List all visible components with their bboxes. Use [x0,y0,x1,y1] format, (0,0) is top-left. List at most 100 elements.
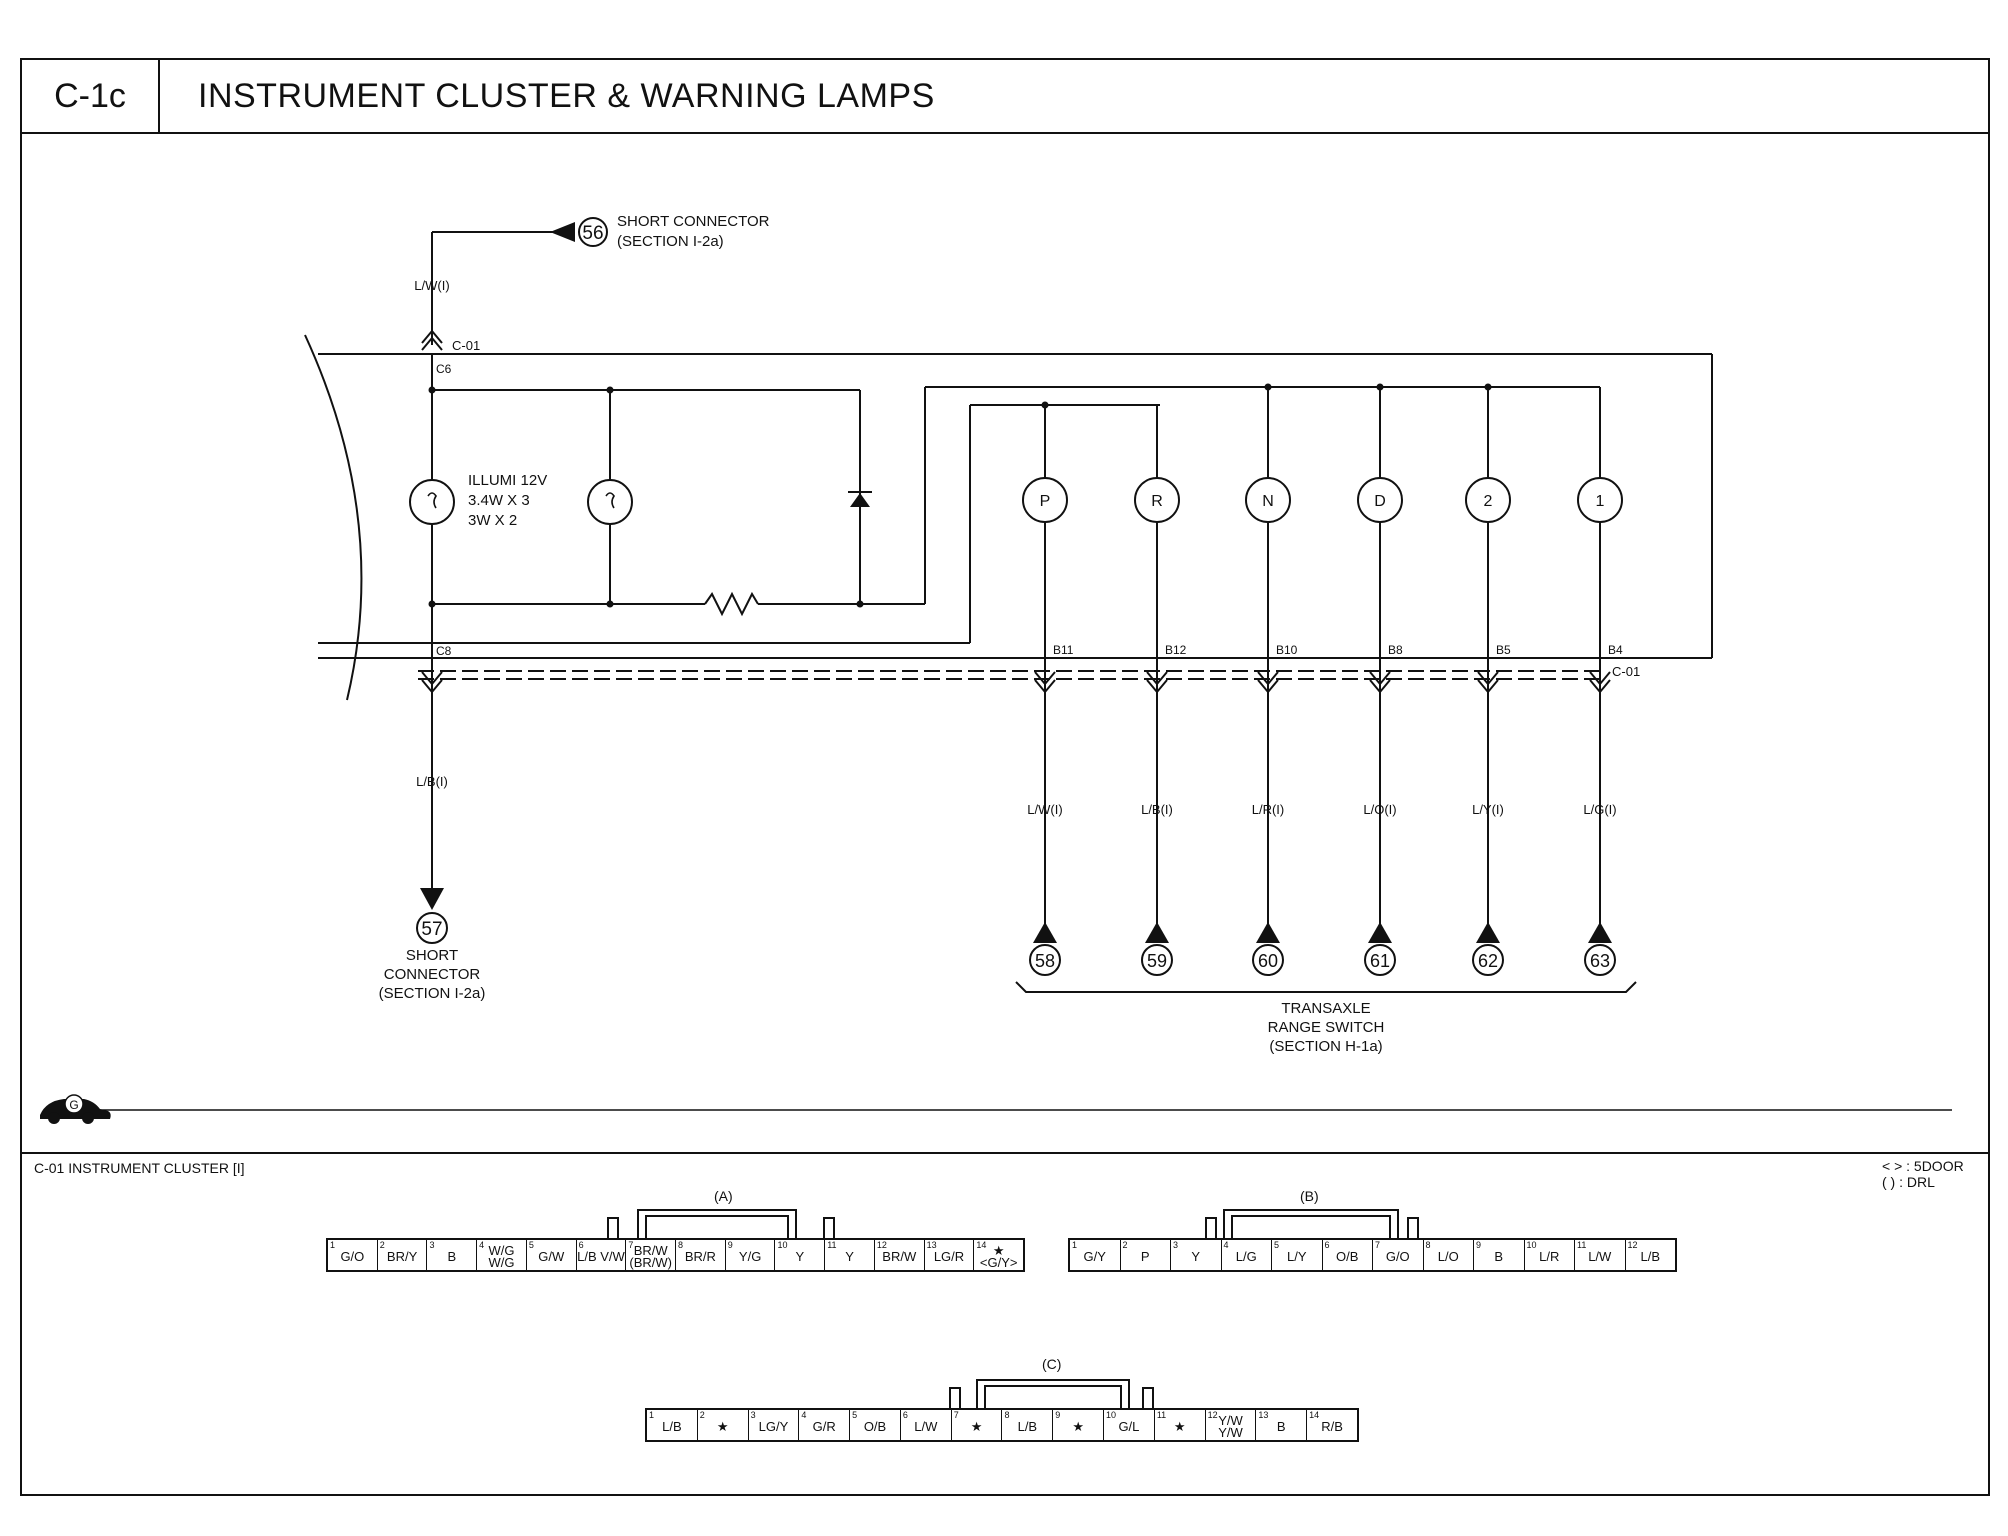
pin-wire-color: G/R [812,1419,836,1434]
range-lamp-d-wire: L/O(I) [1363,802,1396,817]
pin-wire-color: ★ [1072,1419,1084,1434]
pin-c8: C8 [436,644,452,658]
pin-number: 4 [479,1240,485,1250]
pin-wire-color: ★ <G/Y> [979,1243,1018,1270]
schematic: PB11L/W(I)58RB12L/B(I)59NB10L/R(I)60DB8L… [40,213,1952,1124]
range-lamp-d-dest: 61 [1370,951,1390,971]
short-connector-57-circle [416,912,448,944]
pin-number: 5 [528,1240,534,1250]
pin-number: 3 [1173,1240,1179,1250]
pin-wire-color: W/G W/G [488,1243,515,1270]
illumi-line1: ILLUMI 12V [468,472,547,489]
range-lamp-n-wire: L/R(I) [1252,802,1285,817]
range-lamp-d-letter: D [1374,493,1386,510]
arrow-to-56 [550,222,575,242]
pin-number: 12 [1207,1410,1218,1420]
pin-wire-color: G/W [538,1249,565,1264]
wire-label-top: L/W(I) [414,278,449,293]
pin-number: 2 [1122,1240,1128,1250]
pin-number: 5 [852,1410,858,1420]
pin-number: 13 [926,1240,937,1250]
wire-label-bottom: L/B(I) [416,774,448,789]
resistor [704,591,759,617]
pin-number: 11 [1577,1240,1587,1250]
pin-wire-color: BR/W [882,1249,917,1264]
pin-number: 3 [429,1240,435,1250]
pin-wire-color: L/Y [1286,1249,1307,1264]
short-connector-56-line2: (SECTION I-2a) [617,233,724,250]
illumi-lamp-2 [587,479,633,525]
pin-number: 6 [1324,1240,1330,1250]
range-lamp-p-wire: L/W(I) [1027,802,1062,817]
range-lamp-r-letter: R [1151,493,1163,510]
pin-number: 1 [649,1410,655,1420]
connector-c-pin-2: 2★ [698,1410,749,1440]
pin-wire-color: ★ [1173,1419,1186,1434]
pin-c6: C6 [436,362,452,376]
range-lamp-2-pin: B5 [1496,643,1511,657]
pin-number: 11 [1156,1410,1167,1420]
pin-number: 8 [1425,1240,1431,1250]
pin-wire-color: L/B [1017,1419,1038,1434]
pin-wire-color: B [1276,1419,1286,1434]
pin-wire-color: O/B [1336,1249,1359,1264]
range-lamp-d: D B8L/O(I) 61 [1357,387,1403,976]
illumi-lamp-1 [409,479,455,525]
pin-number: 14 [1309,1410,1320,1420]
range-lamp-r-dest: 59 [1147,951,1167,971]
pin-wire-color: BR/W (BR/W) [629,1243,672,1270]
short-connector-56-num: 56 [582,223,603,244]
pin-wire-color: B [447,1249,457,1264]
range-lamp-n-letter: N [1262,493,1274,510]
pin-number: 1 [330,1240,336,1250]
pin-number: 10 [1526,1240,1537,1250]
range-lamp-1-dest: 63 [1590,951,1610,971]
connector-c-pin-9: 9★ [1053,1410,1105,1440]
header-bar [20,58,1988,134]
connector-c-lock [949,1379,1154,1411]
connector-legend: < > : 5DOOR ( ) : DRL [1882,1158,1964,1190]
pin-number: 10 [1106,1410,1117,1420]
pin-wire-color: P [1140,1249,1150,1264]
range-lamp-2-wire: L/Y(I) [1472,802,1504,817]
connector-b-lock [1205,1209,1419,1241]
range-lamp-d-pin: B8 [1388,643,1403,657]
connector-a-lock [607,1209,835,1241]
pin-number: 6 [902,1410,908,1420]
pin-wire-color: L/B [1640,1249,1660,1264]
pin-wire-color: L/R [1539,1249,1560,1264]
pin-number: 7 [1375,1240,1381,1250]
cluster-curve [304,334,363,701]
pin-number: 11 [827,1240,837,1250]
short-connector-57-line2: CONNECTOR [384,966,481,983]
pin-wire-color: L/W [1588,1249,1612,1264]
pin-number: 7 [628,1240,634,1250]
